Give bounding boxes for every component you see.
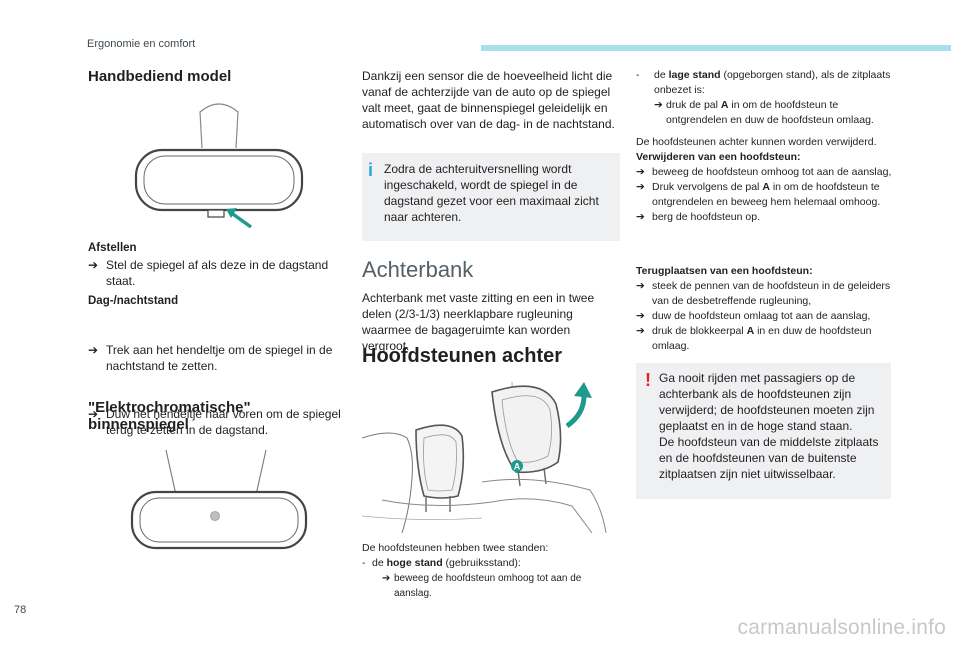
warning-text: Ga nooit rijden met passagiers op de ach…: [659, 370, 887, 482]
removable-note: De hoofdsteunen achter kunnen worden ver…: [636, 136, 877, 148]
rearview-mirror-manual-illustration: [134, 103, 304, 229]
arrow-bullet-icon: ➔: [636, 166, 645, 178]
warning-text-line1: Ga nooit rijden met passagiers op de ach…: [659, 371, 875, 433]
adjust-item-text: Stel de spiegel af als deze in de dagsta…: [106, 258, 329, 288]
high-position-label: hoge stand: [386, 557, 443, 569]
info-box-text: Zodra de achteruitversnelling wordt inge…: [384, 162, 599, 224]
low-position-label: lage stand: [668, 69, 721, 81]
high-position-item: ➔ beweeg de hoofdsteun omhoog tot aan de…: [382, 571, 620, 601]
rear-seat-text: Achterbank met vaste zitting en een in t…: [362, 291, 595, 353]
arrow-bullet-icon: ➔: [636, 325, 645, 337]
replace-item-2: ➔ duw de hoofdsteun omlaag tot aan de aa…: [636, 310, 871, 322]
section-header: Ergonomie en comfort: [87, 38, 196, 50]
arrow-bullet-icon: ➔: [382, 573, 391, 584]
headrest-caption-text: De hoofdsteunen hebben twee standen:: [362, 542, 549, 554]
arrow-bullet-icon: ➔: [636, 280, 645, 292]
watermark: carmanualsonline.info: [737, 616, 946, 639]
remove-block: Verwijderen van een hoofdsteun: ➔ beweeg…: [636, 150, 896, 225]
headrest-caption: De hoofdsteunen hebben twee standen: - d…: [362, 541, 620, 601]
daynight-item-2-text: Duw het hendeltje naar voren om de spieg…: [106, 407, 341, 437]
arrow-bullet-icon: ➔: [636, 181, 645, 193]
electrochromatic-title-line2: binnenspiegel: [88, 416, 189, 433]
arrow-bullet-icon: ➔: [654, 99, 663, 111]
info-icon: i: [368, 160, 374, 180]
electrochromatic-title-line1: "Elektrochromatische": [88, 399, 251, 416]
latch-a-label: A: [514, 462, 521, 472]
arrow-bullet-icon: ➔: [88, 258, 99, 272]
electrochromatic-title: "Elektrochromatische" binnenspiegel: [88, 399, 350, 433]
arrow-bullet-icon: ➔: [636, 211, 645, 223]
high-position-item-text: beweeg de hoofdsteun omhoog tot aan de a…: [394, 573, 582, 599]
arrow-bullet-icon: ➔: [88, 407, 99, 421]
remove-heading: Verwijderen van een hoofdsteun:: [636, 151, 801, 163]
replace-heading: Terugplaatsen van een hoofdsteun:: [636, 265, 813, 277]
low-position-item: ➔ druk de pal A in om de hoofdsteun te o…: [654, 99, 874, 126]
rear-headrests-illustration: A: [362, 378, 616, 533]
replace-block: Terugplaatsen van een hoofdsteun: ➔ stee…: [636, 264, 896, 354]
daynight-heading: Dag-/nachtstand: [88, 295, 179, 307]
info-box: i Zodra de achteruitversnelling wordt in…: [362, 153, 620, 241]
low-position: - de lage stand (opgeborgen stand), als …: [636, 69, 891, 96]
daynight-item-1: ➔ Trek aan het hendeltje om de spiegel i…: [88, 342, 350, 374]
rearview-mirror-electrochromatic-illustration: [130, 449, 308, 550]
replace-item-3: ➔ druk de blokkeerpal A in en duw de hoo…: [636, 325, 872, 352]
warning-text-line2: De hoofdsteun van de middelste zitplaats…: [659, 435, 879, 481]
low-position-block: - de lage stand (opgeborgen stand), als …: [636, 68, 896, 128]
dash-bullet: -: [636, 69, 640, 81]
adjust-heading: Afstellen: [88, 242, 137, 254]
manual-model-title: Handbediend model: [88, 68, 232, 85]
adjust-item: ➔ Stel de spiegel af als deze in de dags…: [88, 257, 350, 289]
arrow-bullet-icon: ➔: [636, 310, 645, 322]
warning-box: ! Ga nooit rijden met passagiers op de a…: [636, 363, 891, 499]
header-bar: [481, 45, 951, 51]
replace-item-1: ➔ steek de pennen van de hoofdsteun in d…: [636, 280, 891, 307]
electrochromatic-intro: Dankzij een sensor die de hoeveelheid li…: [362, 69, 615, 131]
page-number: 78: [14, 604, 27, 616]
rear-headrests-title: Hoofdsteunen achter: [362, 345, 563, 367]
remove-item-2: ➔ Druk vervolgens de pal A in om de hoof…: [636, 181, 881, 208]
warning-icon: !: [645, 370, 651, 390]
arrow-bullet-icon: ➔: [88, 343, 99, 357]
daynight-item-2: ➔ Duw het hendeltje naar voren om de spi…: [88, 406, 350, 438]
high-position: - de hoge stand (gebruiksstand):: [362, 557, 521, 569]
dash-bullet: -: [362, 557, 366, 569]
remove-item-3: ➔ berg de hoofdsteun op.: [636, 211, 761, 223]
rear-seat-title: Achterbank: [362, 257, 474, 282]
remove-item-1: ➔ beweeg de hoofdsteun omhoog tot aan de…: [636, 166, 892, 178]
daynight-item-1-text: Trek aan het hendeltje om de spiegel in …: [106, 343, 333, 373]
